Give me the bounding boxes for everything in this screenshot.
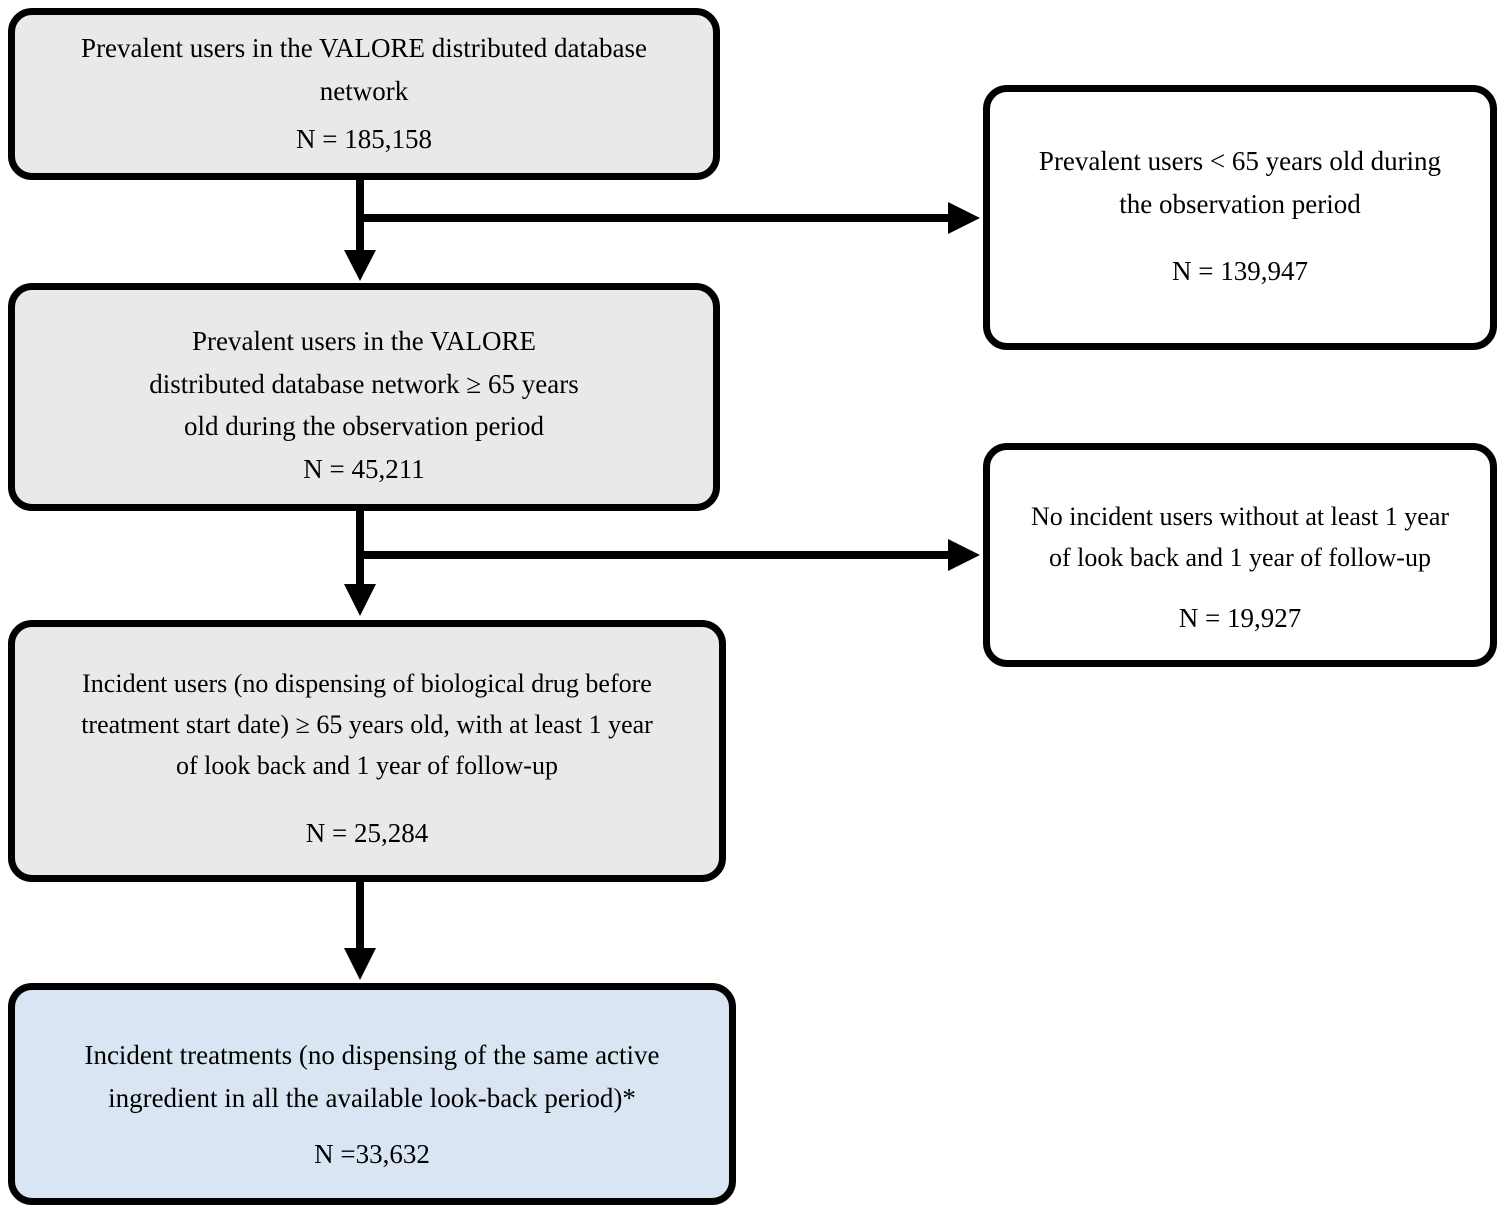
box-label: Prevalent users < 65 years old during th… bbox=[1038, 146, 1442, 219]
box-incident-users: Incident users (no dispensing of biologi… bbox=[8, 620, 726, 882]
box-excluded-under-65: Prevalent users < 65 years old during th… bbox=[983, 85, 1497, 350]
box-label: Incident treatments (no dispensing of th… bbox=[84, 1040, 660, 1113]
box-label: Prevalent users in the VALORE distribute… bbox=[81, 33, 647, 106]
arrow-down-2 bbox=[344, 508, 376, 616]
arrow-right-1 bbox=[360, 202, 980, 234]
box-n-value: N = 139,947 bbox=[1172, 256, 1308, 287]
box-n-value: N =33,632 bbox=[314, 1139, 430, 1170]
box-n-value: N = 45,211 bbox=[303, 453, 425, 484]
box-label: Prevalent users in the VALORE distribute… bbox=[149, 326, 579, 442]
box-excluded-no-lookback: No incident users without at least 1 yea… bbox=[983, 443, 1497, 667]
box-n-value: N = 25,284 bbox=[305, 818, 429, 849]
box-n-value: N = 185,158 bbox=[296, 124, 432, 155]
box-label: No incident users without at least 1 yea… bbox=[1030, 502, 1450, 573]
arrow-down-3 bbox=[344, 878, 376, 980]
box-label: Incident users (no dispensing of biologi… bbox=[81, 669, 653, 781]
box-n-value: N = 19,927 bbox=[1178, 603, 1302, 634]
box-incident-treatments: Incident treatments (no dispensing of th… bbox=[8, 983, 736, 1205]
arrow-right-2 bbox=[360, 539, 980, 571]
box-prevalent-users: Prevalent users in the VALORE distribute… bbox=[8, 8, 720, 180]
box-prevalent-users-65plus: Prevalent users in the VALORE distribute… bbox=[8, 283, 720, 511]
arrow-down-1 bbox=[344, 176, 376, 281]
